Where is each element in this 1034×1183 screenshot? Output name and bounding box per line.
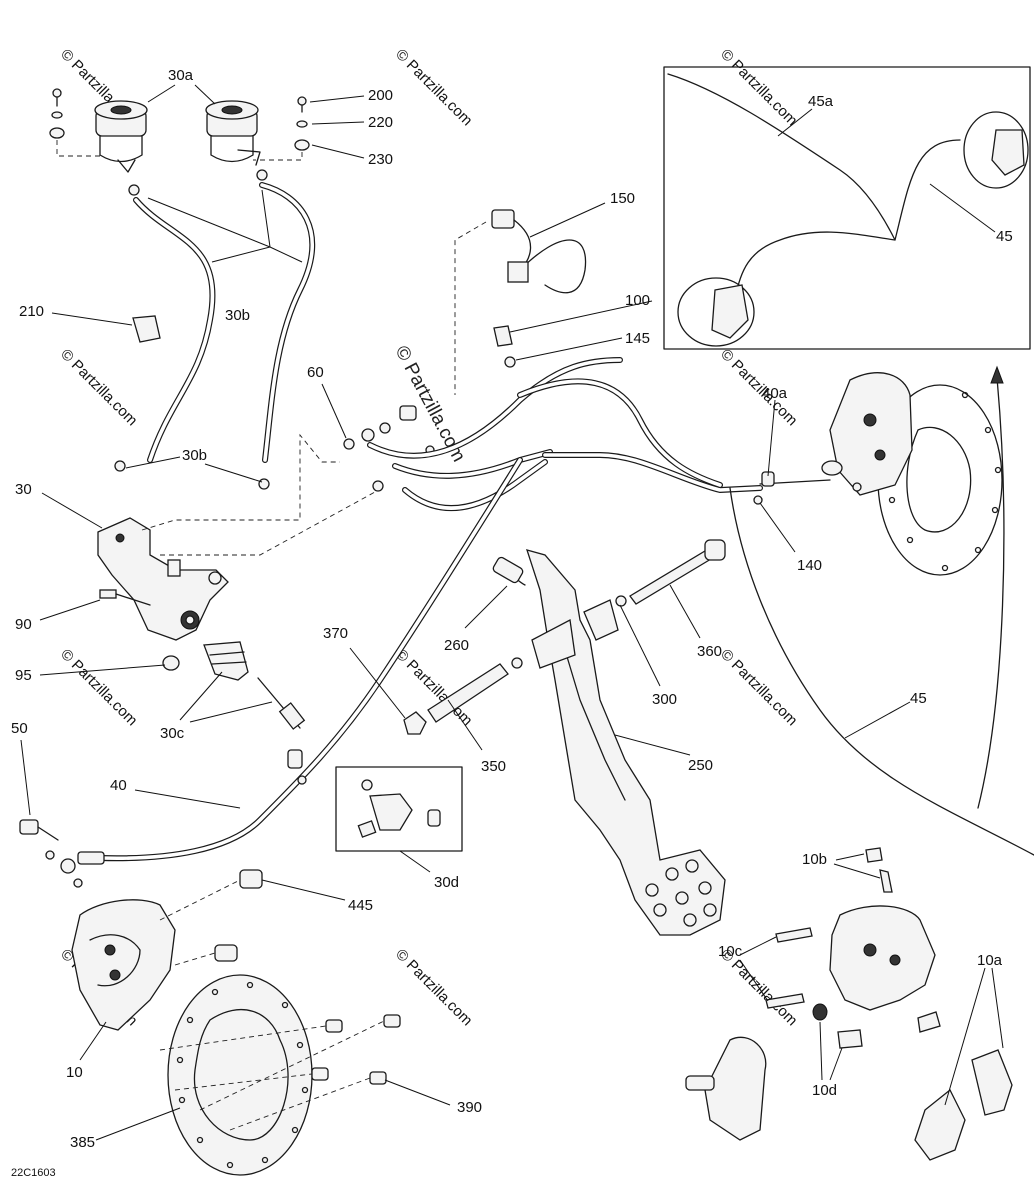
callout-10d: 10d [812,1082,837,1099]
callout-150: 150 [610,190,635,207]
banjo-bolt-50 [19,819,83,888]
callout-40a: 40a [762,385,788,402]
watermark-5: © Partzilla.com [717,346,800,429]
reservoir-left [94,100,148,173]
brake-pedal-250 [403,539,726,936]
callout-labels: 30a 200 220 230 210 30b 30b 30 90 95 30c… [11,67,1013,1179]
clip-210 [132,315,161,343]
caliper-right [685,847,1013,1161]
reservoir-screws [49,88,310,161]
watermark-4: © Partzilla.com [57,346,140,429]
master-cylinder [97,517,306,730]
reservoir-hoses [114,169,316,490]
callout-10b: 10b [802,851,827,868]
callout-260: 260 [444,637,469,654]
callout-10c: 10c [718,943,743,960]
callout-100: 100 [625,292,650,309]
callout-220: 220 [368,114,393,131]
callout-210: 210 [19,303,44,320]
caliper-rear [753,372,1003,576]
brake-disc-385 [159,974,401,1176]
callout-95: 95 [15,667,32,684]
callout-30d: 30d [434,874,459,891]
callout-45a: 45a [808,93,834,110]
callout-360: 360 [697,643,722,660]
callout-445: 445 [348,897,373,914]
callout-45-main: 45 [910,690,927,707]
watermark-6: © Partzilla.com [57,646,140,729]
callout-30c: 30c [160,725,185,742]
callout-10: 10 [66,1064,83,1081]
callout-45-inset: 45 [996,228,1013,245]
brake-line-40 [77,457,523,865]
reservoir-right [205,100,261,166]
callout-300: 300 [652,691,677,708]
watermark-3: © Partzilla.com [717,46,800,129]
brake-line-45 [729,365,1034,856]
callout-30b-mid: 30b [182,447,207,464]
callout-30a: 30a [168,67,194,84]
leader-lines [20,84,1004,1141]
callout-200: 200 [368,87,393,104]
callout-10a: 10a [977,952,1003,969]
watermark-10: © Partzilla.com [392,946,475,1029]
inset-45 [663,66,1031,350]
callout-250: 250 [688,757,713,774]
callout-145: 145 [625,330,650,347]
callout-30: 30 [15,481,32,498]
callout-350: 350 [481,758,506,775]
diagram-code: 22C1603 [11,1167,56,1179]
sensor-150 [454,209,587,395]
callout-385: 385 [70,1134,95,1151]
callout-90: 90 [15,616,32,633]
watermark-2: © Partzilla.com [392,46,475,129]
callout-370: 370 [323,625,348,642]
callout-390: 390 [457,1099,482,1116]
rear-lines-top [343,357,763,512]
callout-140: 140 [797,557,822,574]
callout-60: 60 [307,364,324,381]
caliper-front [71,869,263,1031]
callout-30b-top: 30b [225,307,250,324]
callout-230: 230 [368,151,393,168]
callout-40: 40 [110,777,127,794]
callout-50: 50 [11,720,28,737]
box-30d [335,766,463,852]
